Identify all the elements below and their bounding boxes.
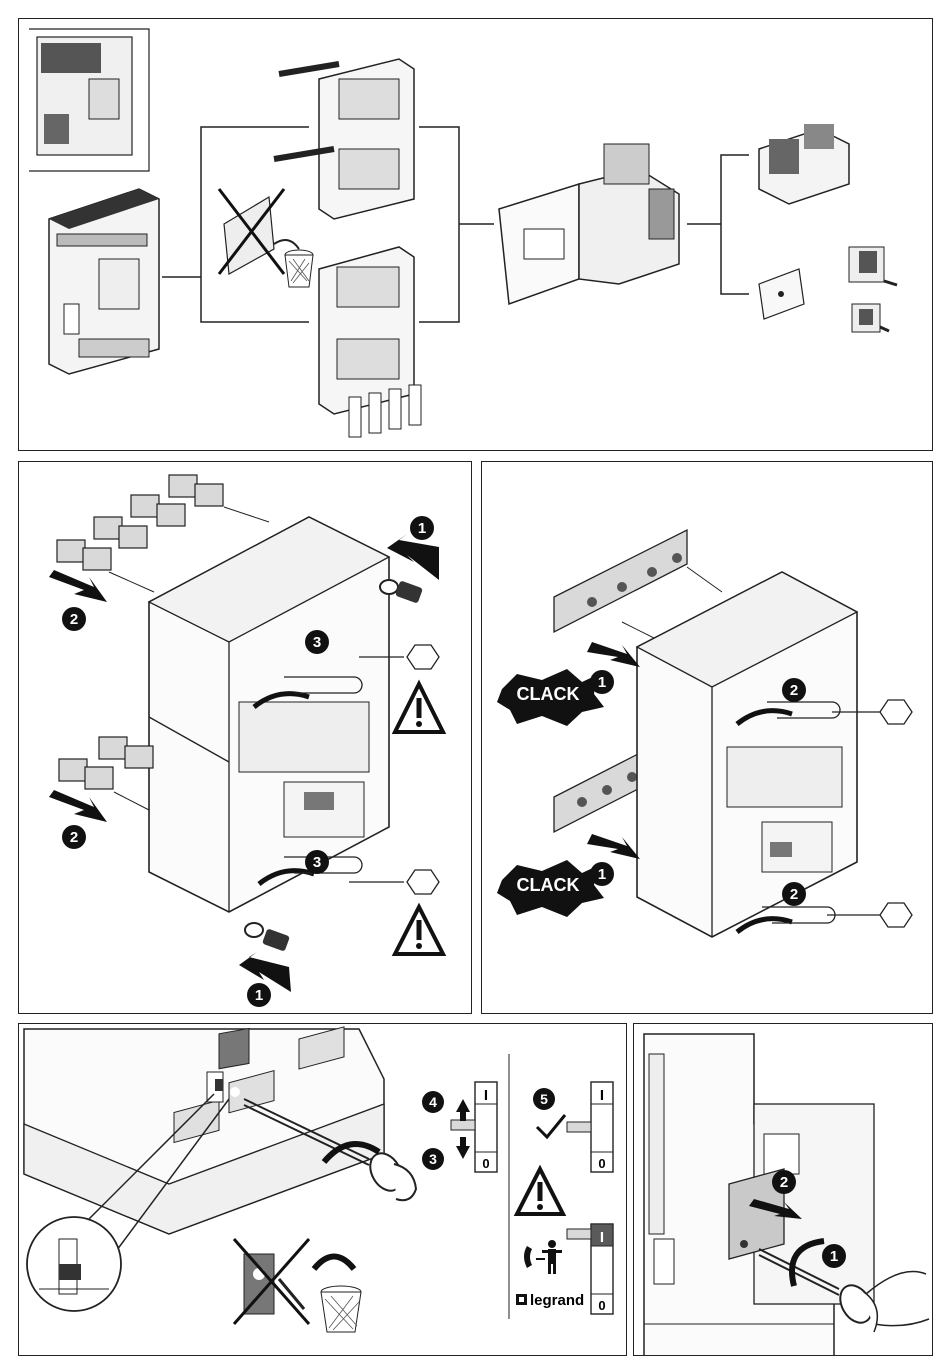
step-badge-2: 2 [62, 607, 86, 631]
legrand-logo: legrand [516, 1292, 584, 1309]
step-badge-5: 5 [533, 1088, 555, 1110]
screw-bottom [245, 923, 290, 952]
base-unit [24, 1027, 384, 1234]
plug-in-install-diagram: CLACK CLACK 1 [482, 462, 933, 1014]
terminal-covers-diagram: 1 1 2 2 3 3 [19, 462, 472, 1014]
step-badge-1: 1 [822, 1244, 846, 1268]
svg-text:I: I [600, 1229, 604, 1246]
step-badge-1: 1 [590, 670, 614, 694]
svg-text:2: 2 [70, 611, 78, 628]
clack-burst: CLACK [497, 669, 604, 726]
panel-terminal-covers: 1 1 2 2 3 3 [18, 461, 472, 1014]
step-badge-2: 2 [62, 825, 86, 849]
svg-text:4: 4 [429, 1094, 437, 1110]
panel-side-cover: 1 2 [633, 1023, 933, 1356]
hex-key-icon [880, 700, 912, 927]
check-icon [537, 1115, 565, 1137]
svg-text:1: 1 [255, 987, 263, 1004]
svg-text:0: 0 [482, 1156, 489, 1171]
svg-text:3: 3 [429, 1151, 437, 1167]
overview-diagram [19, 19, 933, 451]
svg-text:1: 1 [830, 1248, 838, 1265]
panel-plug-in-install: CLACK CLACK 1 [481, 461, 933, 1014]
step-badge-1: 1 [247, 983, 271, 1007]
terminal-block-top [274, 59, 414, 219]
step-badge-3: 3 [305, 850, 329, 874]
hex-key-icon [407, 645, 439, 894]
discard-bracket [219, 189, 313, 287]
svg-text:2: 2 [790, 682, 798, 699]
panel-locking-screw: I 0 4 3 I 0 5 [18, 1023, 627, 1356]
position-indicator-a: I 0 [451, 1082, 497, 1172]
terminal-block-bottom [319, 247, 421, 437]
svg-text:CLACK: CLACK [517, 684, 580, 704]
plug-in-base [499, 144, 679, 304]
svg-text:0: 0 [598, 1156, 605, 1171]
position-indicator-b: I 0 [567, 1082, 613, 1172]
svg-text:I: I [600, 1087, 604, 1104]
side-cover-diagram: 1 2 [634, 1024, 933, 1356]
step-badge-2: 2 [782, 882, 806, 906]
operator-phone-icon [524, 1240, 562, 1274]
auxiliary-switch-a [849, 247, 897, 285]
step-badge-3: 3 [305, 630, 329, 654]
inset-breaker-frame [29, 29, 149, 171]
step-badge-2: 2 [772, 1170, 796, 1194]
waste-bin-icon [285, 250, 313, 287]
auxiliary-connector [759, 124, 849, 204]
auxiliary-plate [759, 269, 804, 319]
warning-triangle-icon [395, 907, 443, 954]
plug-in-plate-top [554, 530, 687, 632]
warning-triangle-icon [395, 684, 443, 732]
svg-text:2: 2 [70, 829, 78, 846]
locking-screw-diagram: I 0 4 3 I 0 5 [19, 1024, 627, 1356]
step-badge-1: 1 [590, 862, 614, 886]
plug-in-plate-bottom [554, 752, 642, 832]
svg-text:5: 5 [540, 1091, 548, 1107]
svg-text:3: 3 [313, 634, 321, 651]
svg-text:1: 1 [418, 520, 426, 537]
discard-plate [234, 1239, 309, 1324]
breaker-body [637, 572, 857, 937]
svg-text:CLACK: CLACK [517, 875, 580, 895]
step-badge-4: 4 [422, 1091, 444, 1113]
svg-text:2: 2 [790, 886, 798, 903]
svg-text:1: 1 [598, 674, 606, 691]
panel-overview [18, 18, 933, 451]
breaker-body [149, 517, 389, 912]
arrow-icon [314, 1257, 354, 1270]
svg-text:legrand: legrand [530, 1292, 584, 1309]
svg-text:3: 3 [313, 854, 321, 871]
svg-text:1: 1 [598, 866, 606, 883]
svg-text:2: 2 [780, 1174, 788, 1191]
step-badge-1: 1 [410, 516, 434, 540]
step-badge-3: 3 [422, 1148, 444, 1170]
svg-text:0: 0 [598, 1298, 605, 1313]
clack-burst: CLACK [497, 860, 604, 917]
svg-text:I: I [484, 1087, 488, 1104]
step-badge-2: 2 [782, 678, 806, 702]
waste-bin-icon [321, 1286, 361, 1332]
warning-triangle-icon [517, 1169, 563, 1214]
circuit-breaker [49, 189, 159, 374]
auxiliary-switch-b [852, 304, 889, 332]
